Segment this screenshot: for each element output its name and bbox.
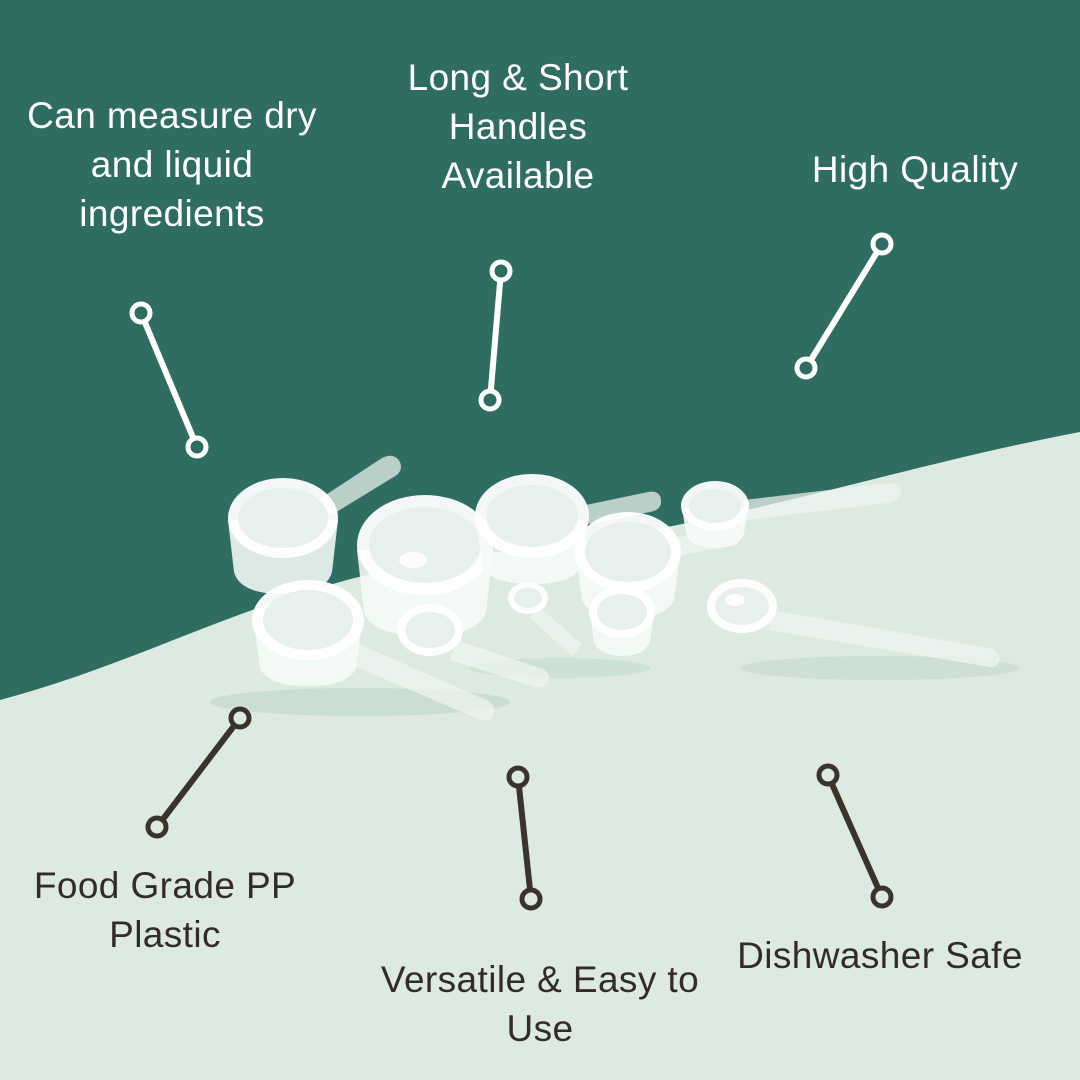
connector-dishwasher [816,763,894,909]
connector-measure [129,301,209,459]
callout-versatile-label: Versatile & Easy to Use [380,959,700,1049]
connector-versatile [506,765,543,911]
callout-handles-label: Long & Short Handles Available [407,57,629,196]
shadow [740,656,1020,680]
callout-quality-label: High Quality [811,149,1019,190]
product-photo [210,455,1020,721]
connector-plastic [145,706,252,839]
background-wave [0,432,1080,1080]
callout-dishwasher-label: Dishwasher Safe [737,935,1023,976]
callout-plastic-label: Food Grade PP Plastic [33,865,297,955]
connector-handles [478,259,513,412]
callout-measure-label: Can measure dry and liquid ingredients [27,95,317,234]
connector-quality [794,232,894,380]
